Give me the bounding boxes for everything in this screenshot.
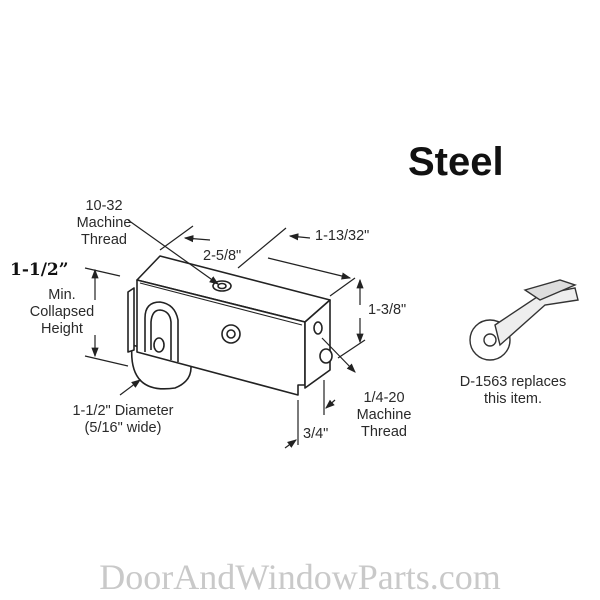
- width-label: 1-3/8": [368, 302, 407, 318]
- side-thread-hole: [319, 348, 333, 364]
- thread-top-label: 10-32 Machine Thread: [76, 198, 132, 248]
- material-title: Steel: [408, 140, 504, 184]
- thread-side-label: 1/4-20 Machine Thread: [356, 390, 412, 440]
- offset-label: 3/4": [303, 426, 329, 442]
- collapsed-height-label: Min. Collapsed Height: [29, 287, 95, 337]
- replacement-note: D-1563 replaces this item.: [459, 374, 567, 407]
- collapsed-height-value: 1-1/2”: [10, 260, 69, 280]
- watermark: DoorAndWindowParts.com: [99, 557, 501, 597]
- replacement-part-image: [469, 279, 579, 361]
- wheel: [130, 344, 192, 390]
- length-label: 2-5/8": [203, 248, 242, 264]
- end-face: [304, 299, 331, 389]
- end-plate: [127, 287, 135, 353]
- wheel-label: 1-1/2" Diameter (5/16" wide): [72, 403, 174, 436]
- spacing-label: 1-13/32": [315, 228, 370, 244]
- dimension-lines: [84, 219, 366, 449]
